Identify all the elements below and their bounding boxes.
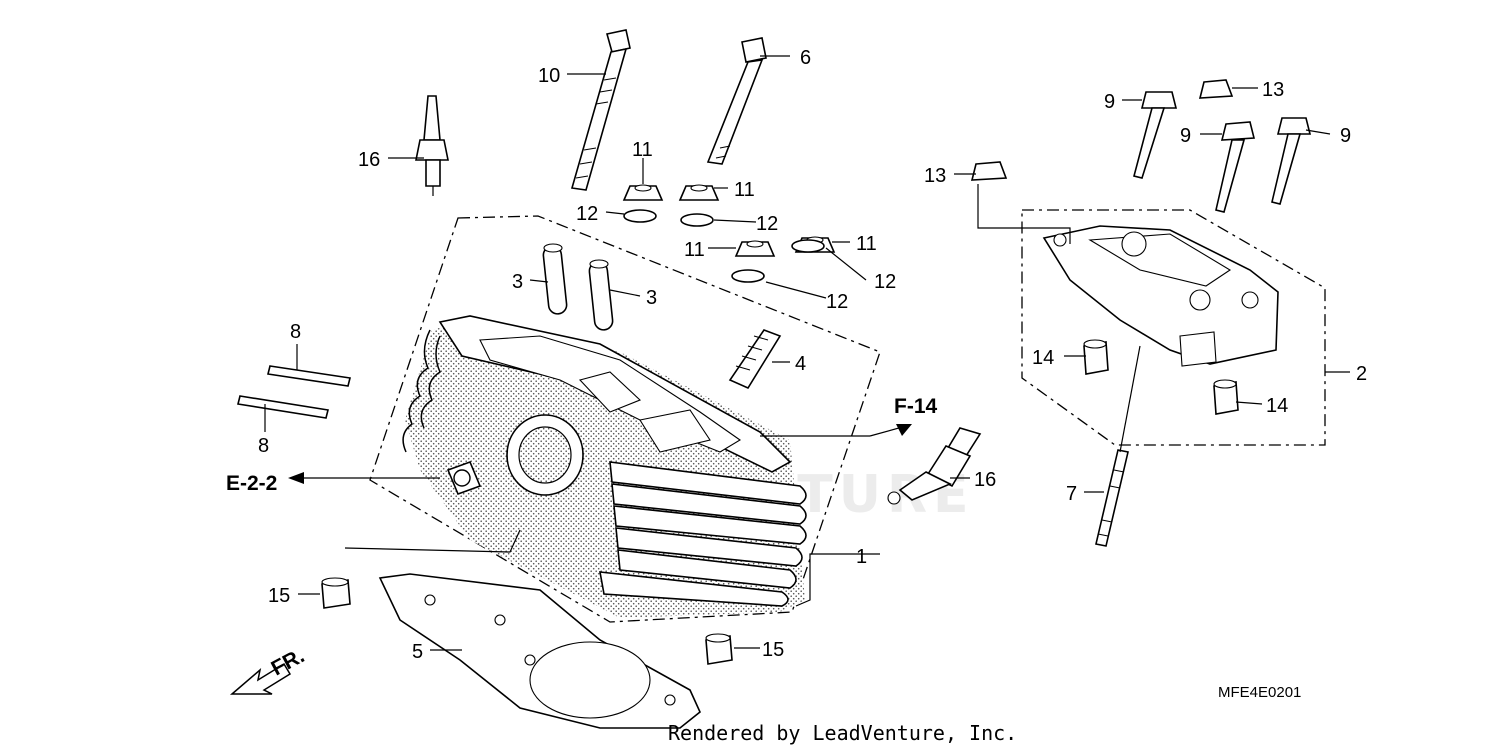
e22-arrow-head (288, 472, 304, 484)
callout-13-lower: 13 (924, 165, 946, 187)
washer-12-c (731, 269, 765, 283)
footer-credit: Rendered by LeadVenture, Inc. (668, 721, 1017, 745)
callout-11-d: 11 (856, 233, 877, 255)
bolt-9-b (1215, 121, 1256, 213)
reference-f14: F-14 (894, 395, 938, 418)
rocker-arm-holder (1042, 225, 1279, 367)
spark-plug-lower (887, 427, 982, 505)
washer-12-b (680, 213, 714, 227)
bolt-9-a (1133, 91, 1178, 179)
callout-8-upper: 8 (290, 321, 301, 343)
callout-4: 4 (795, 353, 806, 375)
nut-13-upper (1198, 79, 1234, 99)
callout-12-b: 12 (756, 213, 778, 235)
washer-12-a (623, 209, 657, 223)
callout-1: 1 (856, 546, 867, 568)
washer-12-d (791, 239, 825, 253)
bolt-10 (570, 29, 631, 191)
dowel-15-left (321, 577, 351, 609)
leader-lines (264, 55, 1350, 651)
bolt-6 (706, 37, 767, 165)
callout-7: 7 (1066, 483, 1077, 505)
cylinder-head-group-outline (369, 215, 881, 623)
callout-12-a: 12 (576, 203, 598, 225)
nut-11-a (622, 184, 664, 201)
cylinder-head (402, 315, 807, 618)
callout-16-upper: 16 (358, 149, 380, 171)
f14-arrow-head (896, 424, 912, 436)
rocker-holder-group-outline (1021, 209, 1326, 446)
callout-9-middle: 9 (1180, 125, 1191, 147)
callout-13-upper: 13 (1262, 79, 1284, 101)
valve-guide-right (588, 259, 614, 331)
front-direction-arrow: FR. (229, 644, 308, 695)
nut-11-b (678, 184, 720, 201)
callout-14-right: 14 (1266, 395, 1288, 417)
callout-11-a: 11 (632, 139, 653, 161)
valve-guide-left (542, 243, 568, 315)
spark-plug-upper (415, 95, 449, 196)
callout-3-right: 3 (646, 287, 657, 309)
bolt-9-c (1271, 117, 1312, 205)
callout-16-lower: 16 (974, 469, 996, 491)
dowel-15-right (705, 633, 733, 665)
callout-14-left: 14 (1032, 347, 1054, 369)
stud-bolt (728, 329, 782, 390)
callout-15-left: 15 (268, 585, 290, 607)
callout-5: 5 (412, 641, 423, 663)
callout-6: 6 (800, 47, 811, 69)
callout-9-top: 9 (1104, 91, 1115, 113)
stud-8-lower (237, 395, 329, 419)
callout-9-right: 9 (1340, 125, 1351, 147)
dowel-14-a (1083, 339, 1109, 375)
stud-8-upper (267, 365, 351, 387)
callout-15-right: 15 (762, 639, 784, 661)
stud-7 (1095, 449, 1129, 547)
callout-11-c: 11 (684, 239, 705, 261)
callout-12-d: 12 (826, 291, 848, 313)
reference-e22: E-2-2 (226, 472, 277, 495)
callout-10: 10 (538, 65, 560, 87)
callout-12-c: 12 (874, 271, 896, 293)
callout-3-left: 3 (512, 271, 523, 293)
head-gasket (378, 573, 701, 729)
callout-2: 2 (1356, 363, 1367, 385)
diagram-code: MFE4E0201 (1218, 684, 1301, 701)
nut-11-c (734, 240, 776, 257)
dowel-14-b (1213, 379, 1239, 415)
callout-11-b: 11 (734, 179, 755, 201)
callout-8-lower: 8 (258, 435, 269, 457)
nut-13-lower (970, 161, 1008, 181)
